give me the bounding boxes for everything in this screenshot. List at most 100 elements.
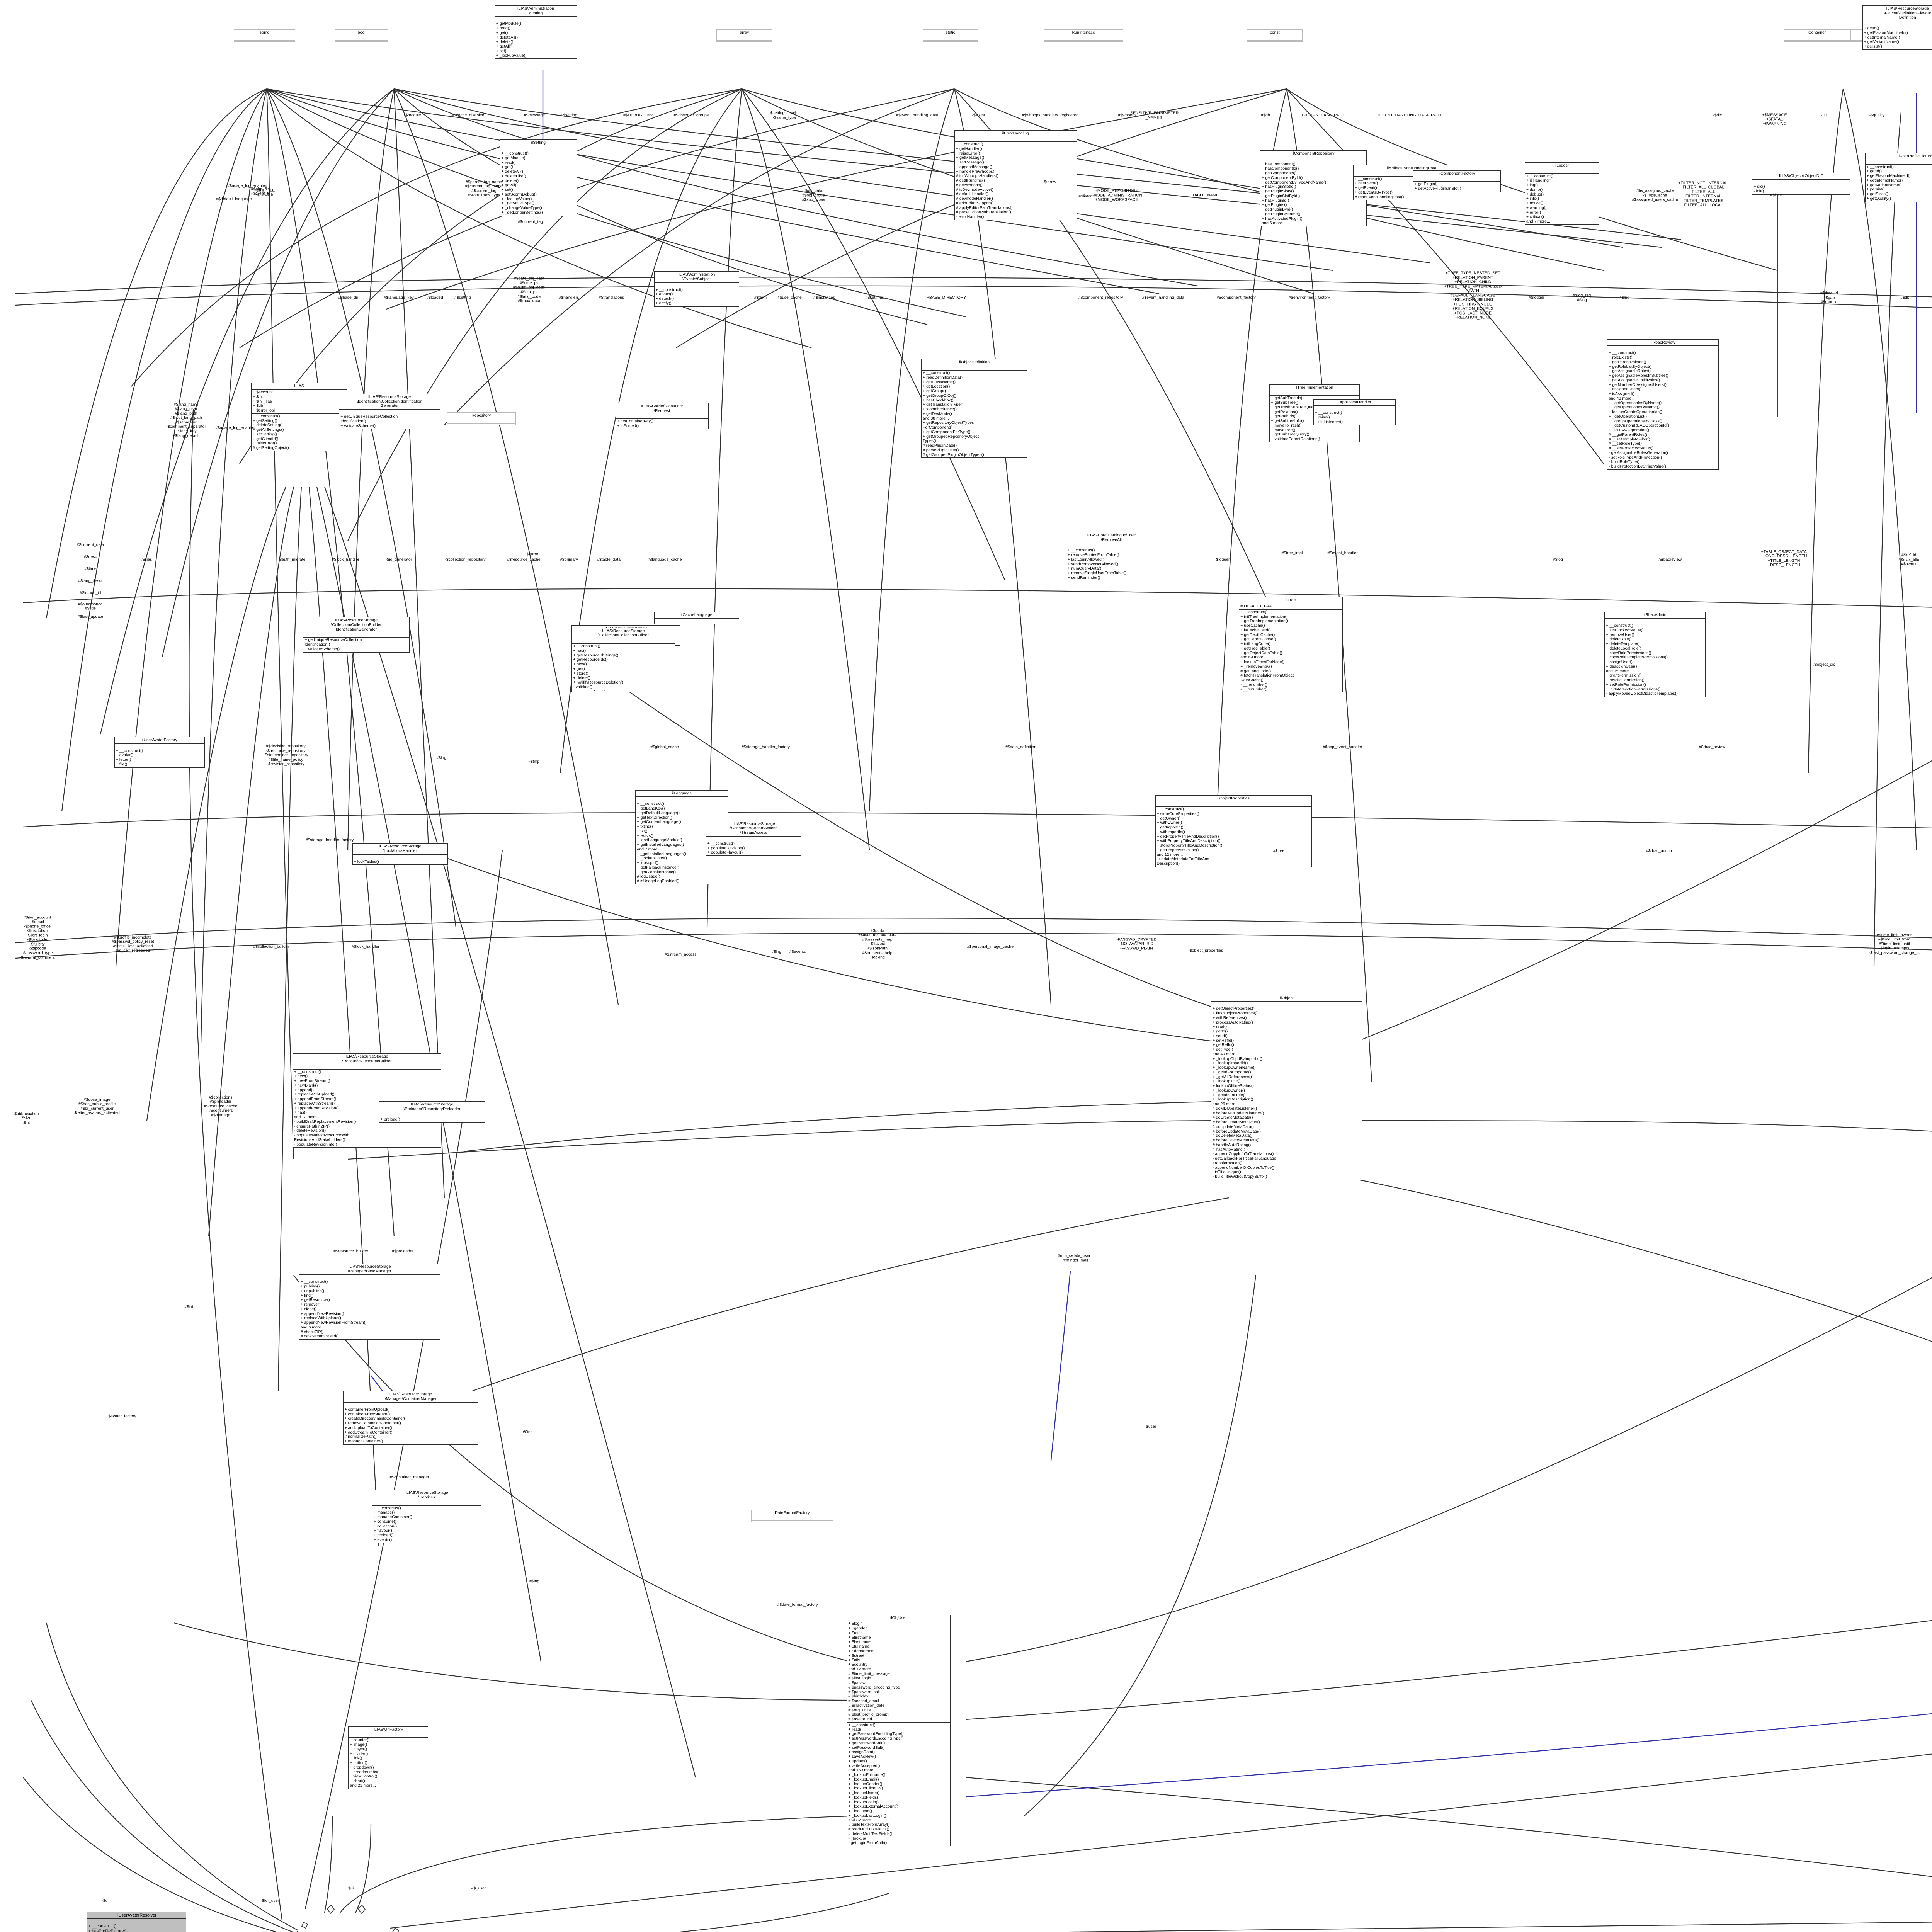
edge-label: +TABLE_NAME <box>1190 193 1219 198</box>
edge-label: #$logger <box>1529 295 1545 300</box>
class-node-ilErrorHandling[interactable]: ilErrorHandling+ __construct()+ getHandl… <box>954 130 1077 220</box>
class-node-DateFormatFactory[interactable]: DateFormatFactory <box>751 1509 833 1522</box>
class-attributes <box>717 36 772 41</box>
class-node-ilObject[interactable]: ilObject+ getObjectProperties()+ flushOb… <box>1211 995 1363 1180</box>
class-operations <box>447 424 515 425</box>
class-node-ContainerManager[interactable]: ILIAS\ResourceStorage \Manager\Container… <box>343 1391 479 1445</box>
class-title: ilRbacReview <box>1607 340 1719 346</box>
class-operations: + __construct()+ hasProfilePicture()+ ge… <box>88 1924 127 1932</box>
class-node-static[interactable]: static <box>922 29 978 42</box>
edge-label: #$db <box>1261 113 1270 118</box>
edge-label: #$message <box>524 113 545 118</box>
class-node-ilObjUser[interactable]: ilObjUser+ $login+ $gender+ $utitle+ $fi… <box>847 1614 951 1847</box>
edge-label: -$settings_cache -$value_type <box>769 111 800 120</box>
class-operations: + __construct()+ new()+ newFromStream()+… <box>294 1069 356 1147</box>
class-node-ilSetting[interactable]: ilSetting+ __construct()+ getModule()+ r… <box>500 139 577 216</box>
edge-label: #$lang_descr <box>78 578 103 583</box>
class-node-StreamAccess[interactable]: ILIAS\ResourceStorage \Consumer\StreamAc… <box>706 820 802 856</box>
class-node-CollectionBuilder[interactable]: ILIAS\ResourceStorage \Collection\Collec… <box>571 628 675 690</box>
class-title: Repository <box>447 413 515 419</box>
class-attributes <box>616 414 708 419</box>
class-node-Services[interactable]: ILIAS\ResourceStorage \Services+ __const… <box>372 1490 481 1543</box>
class-title: ILIAS\ResourceStorage \Resource\Resource… <box>293 1054 441 1065</box>
class-operations: + __construct()+ getHandler()+ raiseErro… <box>956 142 1013 219</box>
class-node-Container[interactable]: Container <box>1784 29 1850 42</box>
class-node-bool[interactable]: bool <box>335 29 388 42</box>
class-title: ILIAS\ResourceStorage \Services <box>372 1490 481 1501</box>
class-attributes <box>955 137 1077 142</box>
class-node-ilRbacReview[interactable]: ilRbacReview + __construct()+ roleExists(… <box>1607 339 1719 470</box>
edge-label: #$ing <box>522 1430 533 1435</box>
edge-label: $avatar_factory <box>108 1413 136 1418</box>
class-node-ilObjectDefinition[interactable]: ilObjectDefinition+ __construct()+ readD… <box>921 359 1028 458</box>
class-node-BaseManager[interactable]: ILIAS\ResourceStorage \Manager\BaseManag… <box>299 1263 440 1340</box>
class-operations: + counter()+ image()+ player()+ divider(… <box>350 1738 380 1788</box>
class-node-RepositoryPreloader[interactable]: ILIAS\ResourceStorage \Preloader\Reposit… <box>379 1101 485 1123</box>
class-attributes <box>636 797 728 802</box>
class-node-RunInterface[interactable]: RunInterface <box>1043 29 1123 42</box>
class-title: ILIAS\Core\Catalogue\User \RemoveAll <box>1066 532 1156 544</box>
class-node-ilCoreCatalogueUserRemoveAll[interactable]: ILIAS\Core\Catalogue\User \RemoveAll+ __… <box>1066 532 1156 581</box>
edge-label: +PLUGIN_BASE_PATH <box>1301 113 1344 118</box>
class-node-ilUserProfilePictureDefinition[interactable]: ilUserProfilePictureDefinition+ __constr… <box>1865 153 1932 202</box>
edge-label: #$usage_log_enabled <box>227 184 267 189</box>
class-node-ilAppEventHandler[interactable]: ilAppEventHandler+ __construct()+ raise(… <box>1313 399 1396 425</box>
class-operations: + __construct()+ roleExists()+ getParent… <box>1609 350 1669 469</box>
class-attributes <box>1752 180 1850 185</box>
class-node-ilRbacAdmin[interactable]: ilRbacAdmin+ __construct()+ setBlockedSt… <box>1604 612 1706 697</box>
class-node-const[interactable]: const <box>1247 29 1303 42</box>
edge-label: #$table_data <box>597 557 621 562</box>
class-title: ilComponentFactory <box>1413 171 1500 177</box>
class-attributes: # DEFAULT_GAP <box>1239 604 1342 610</box>
class-node-ilTree[interactable]: ilTree# DEFAULT_GAP+ __construct()+ init… <box>1239 597 1343 693</box>
class-operations: + __construct()+ isHandling()+ log()+ du… <box>1526 173 1554 224</box>
edge-label: -PASSWD_CRYPTED -NO_AVATAR_RID -PASSWD_P… <box>1116 937 1157 951</box>
class-title: ILIAS\ResourceStorage \Collection\Collec… <box>303 617 409 633</box>
edge-label: -$sizes <box>972 113 985 118</box>
class-attributes <box>299 1275 440 1280</box>
class-node-ilComponentFactory[interactable]: ilComponentFactory+ getPlugin()+ getActi… <box>1413 170 1501 192</box>
edge-label: #$lang_name #$lang_user #$lang_path #$ro… <box>166 402 206 438</box>
edge-label: #$DEBUG_ENV <box>623 113 653 118</box>
class-attributes <box>751 1516 833 1521</box>
class-node-ILIAS[interactable]: ILIAS+ $account+ $ini+ $ini_ilias+ $db+ … <box>251 383 347 451</box>
class-node-ilUserAvatarResolver[interactable]: ilUserAvatarResolver+ __construct()+ has… <box>87 1912 187 1932</box>
class-title: ilLanguage <box>636 791 728 797</box>
class-title: ilComponentRepository <box>1260 151 1366 157</box>
class-attributes <box>1066 543 1156 548</box>
class-node-ilLogger[interactable]: ilLogger+ __construct()+ isHandling()+ l… <box>1524 162 1599 225</box>
class-attributes <box>1605 619 1705 624</box>
class-title: ITreeImplementation <box>1270 385 1360 391</box>
edge-label: +FILTER_NOT_INTERNAL -FILTER_ALL_GLOBAL … <box>1678 180 1728 207</box>
class-node-array[interactable]: array <box>716 29 772 42</box>
edge-label: +$ports +$user_defined_data #$presents_m… <box>858 928 897 960</box>
edge-label: #$time_id #$gap #$root_id <box>1820 291 1838 304</box>
edge-label: -$object_properties <box>1188 948 1223 953</box>
class-node-ilCacheLanguage[interactable]: ilCacheLanguage <box>654 612 739 625</box>
class-attributes <box>1865 160 1932 165</box>
edge-label: #$component_factory <box>1216 295 1256 300</box>
class-node-ILIASUIFactory[interactable]: ILIAS\UI\Factory+ counter()+ image()+ pl… <box>348 1726 428 1789</box>
class-node-ILIASAdministrationSetting[interactable]: ILIAS\Administration \Setting+ getModule… <box>494 5 577 59</box>
class-node-ilCollectionCollectionBuilderGenerator[interactable]: ILIAS\ResourceStorage \Collection\Collec… <box>303 617 410 653</box>
class-node-ResourceBuilder[interactable]: ILIAS\ResourceStorage \Resource\Resource… <box>292 1053 442 1148</box>
edge-label: #$resource_builder <box>333 1249 369 1254</box>
class-node-ilSettingEventsSubject[interactable]: ILIAS\Administration \Events\Subject+ __… <box>654 271 739 307</box>
class-operations: + preload() <box>380 1117 400 1122</box>
class-node-ilObjectilObjectDIC[interactable]: ILIAS\Object\ilObjectDIC+ dic()- init() <box>1752 173 1850 195</box>
class-node-ilCarrierContainerRequest[interactable]: ILIAS\Carrier\Container \Request+ getCon… <box>615 403 709 429</box>
edge-label: #$environment_factory <box>1289 295 1330 300</box>
class-node-ilObjectProperties[interactable]: ilObjectProperties+ __construct()+ store… <box>1155 795 1312 867</box>
class-node-CollectionIdentificationGenerator[interactable]: ILIAS\ResourceStorage \Identification\Co… <box>339 393 440 429</box>
class-title: string <box>234 30 295 36</box>
class-title: ilArtifactEventHandlingData <box>1354 165 1470 172</box>
class-node-Repository[interactable]: Repository <box>446 412 516 425</box>
class-node-ilComponentRepository[interactable]: ilComponentRepository+ hasComponent()+ h… <box>1260 150 1367 227</box>
class-node-LockLockHandler[interactable]: ILIAS\ResourceStorage \Lock\LockHandler+… <box>352 843 448 865</box>
edge-label: #$storage_handler_factory <box>742 745 790 750</box>
class-node-string[interactable]: string <box>234 29 295 42</box>
class-node-FlavourDefinition[interactable]: ILIAS\ResourceStorage \Flavour\Definitio… <box>1862 5 1932 50</box>
class-node-ilUserAvatarFactory[interactable]: ilUserAvatarFactory+ __construct()+ avat… <box>114 736 205 768</box>
